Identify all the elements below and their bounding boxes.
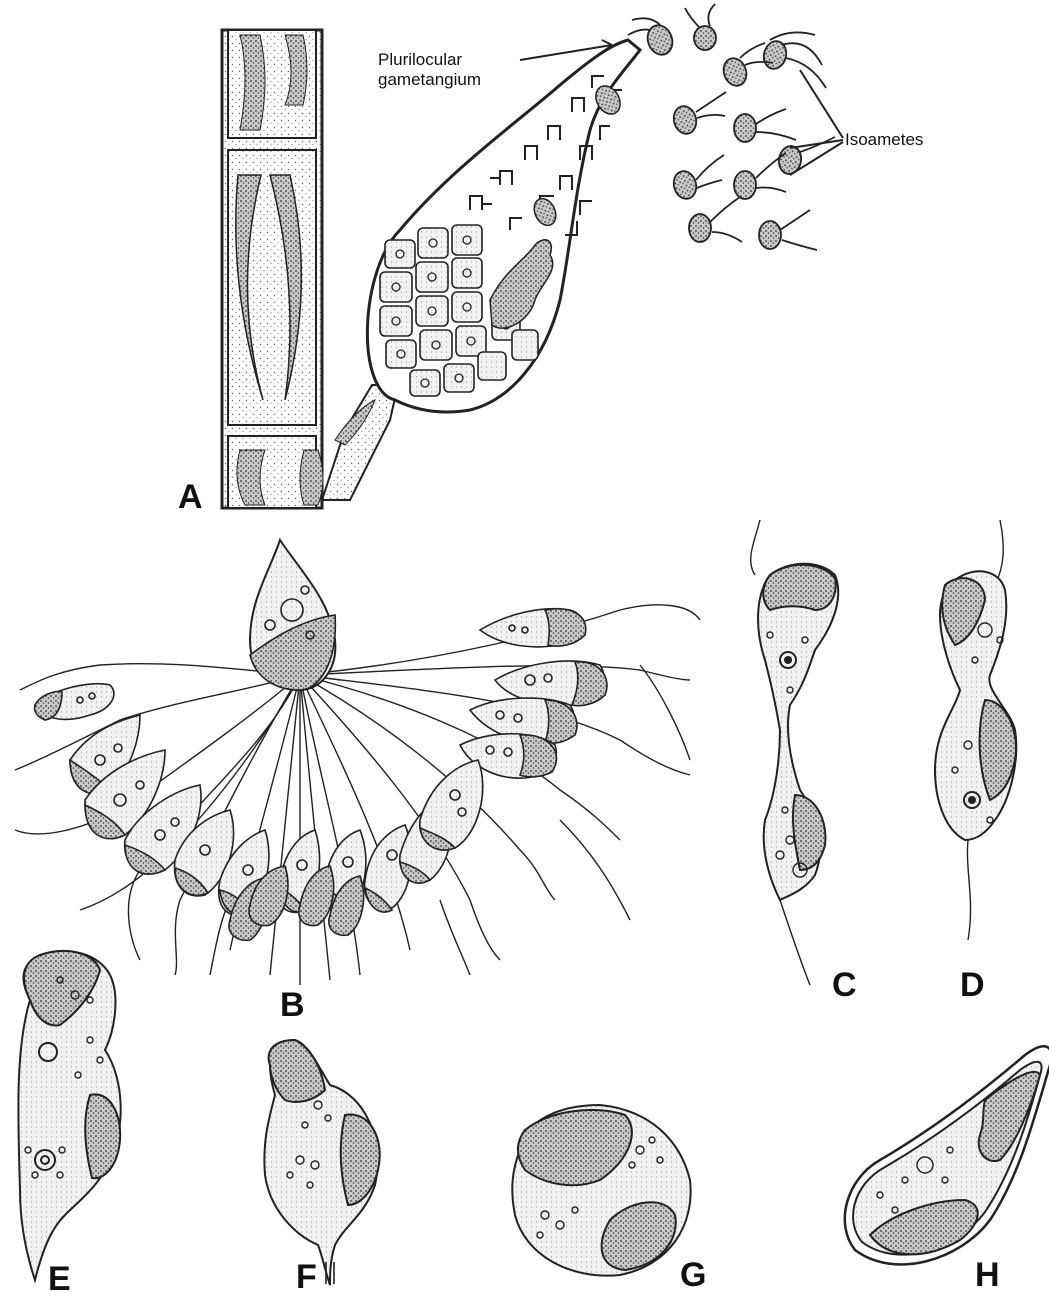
panel-f-zygote [264,1040,379,1285]
panel-label-e: E [48,1262,71,1296]
plurilocular-gametangium-label: Plurilocular gametangium [378,50,481,89]
panel-e-zygote [18,951,120,1280]
panel-h-zygote [845,1046,1049,1264]
panel-label-f: F [296,1260,317,1294]
panel-d-fusing-gametes [935,520,1016,940]
panel-label-d: D [960,968,985,1002]
panel-label-c: C [832,968,857,1002]
panel-label-a: A [178,480,203,514]
panel-a-filament [222,30,323,508]
panel-c-fusing-gametes [751,520,839,985]
panel-a-isogametes [628,4,835,250]
panel-label-b: B [280,988,305,1022]
isogametes-label: Isoametes [845,130,923,150]
panel-g-zygote [512,1105,690,1276]
panel-a-gametangium [322,40,640,500]
panel-b-cluster [15,540,700,985]
panel-label-g: G [680,1258,706,1292]
panel-label-h: H [975,1258,1000,1292]
